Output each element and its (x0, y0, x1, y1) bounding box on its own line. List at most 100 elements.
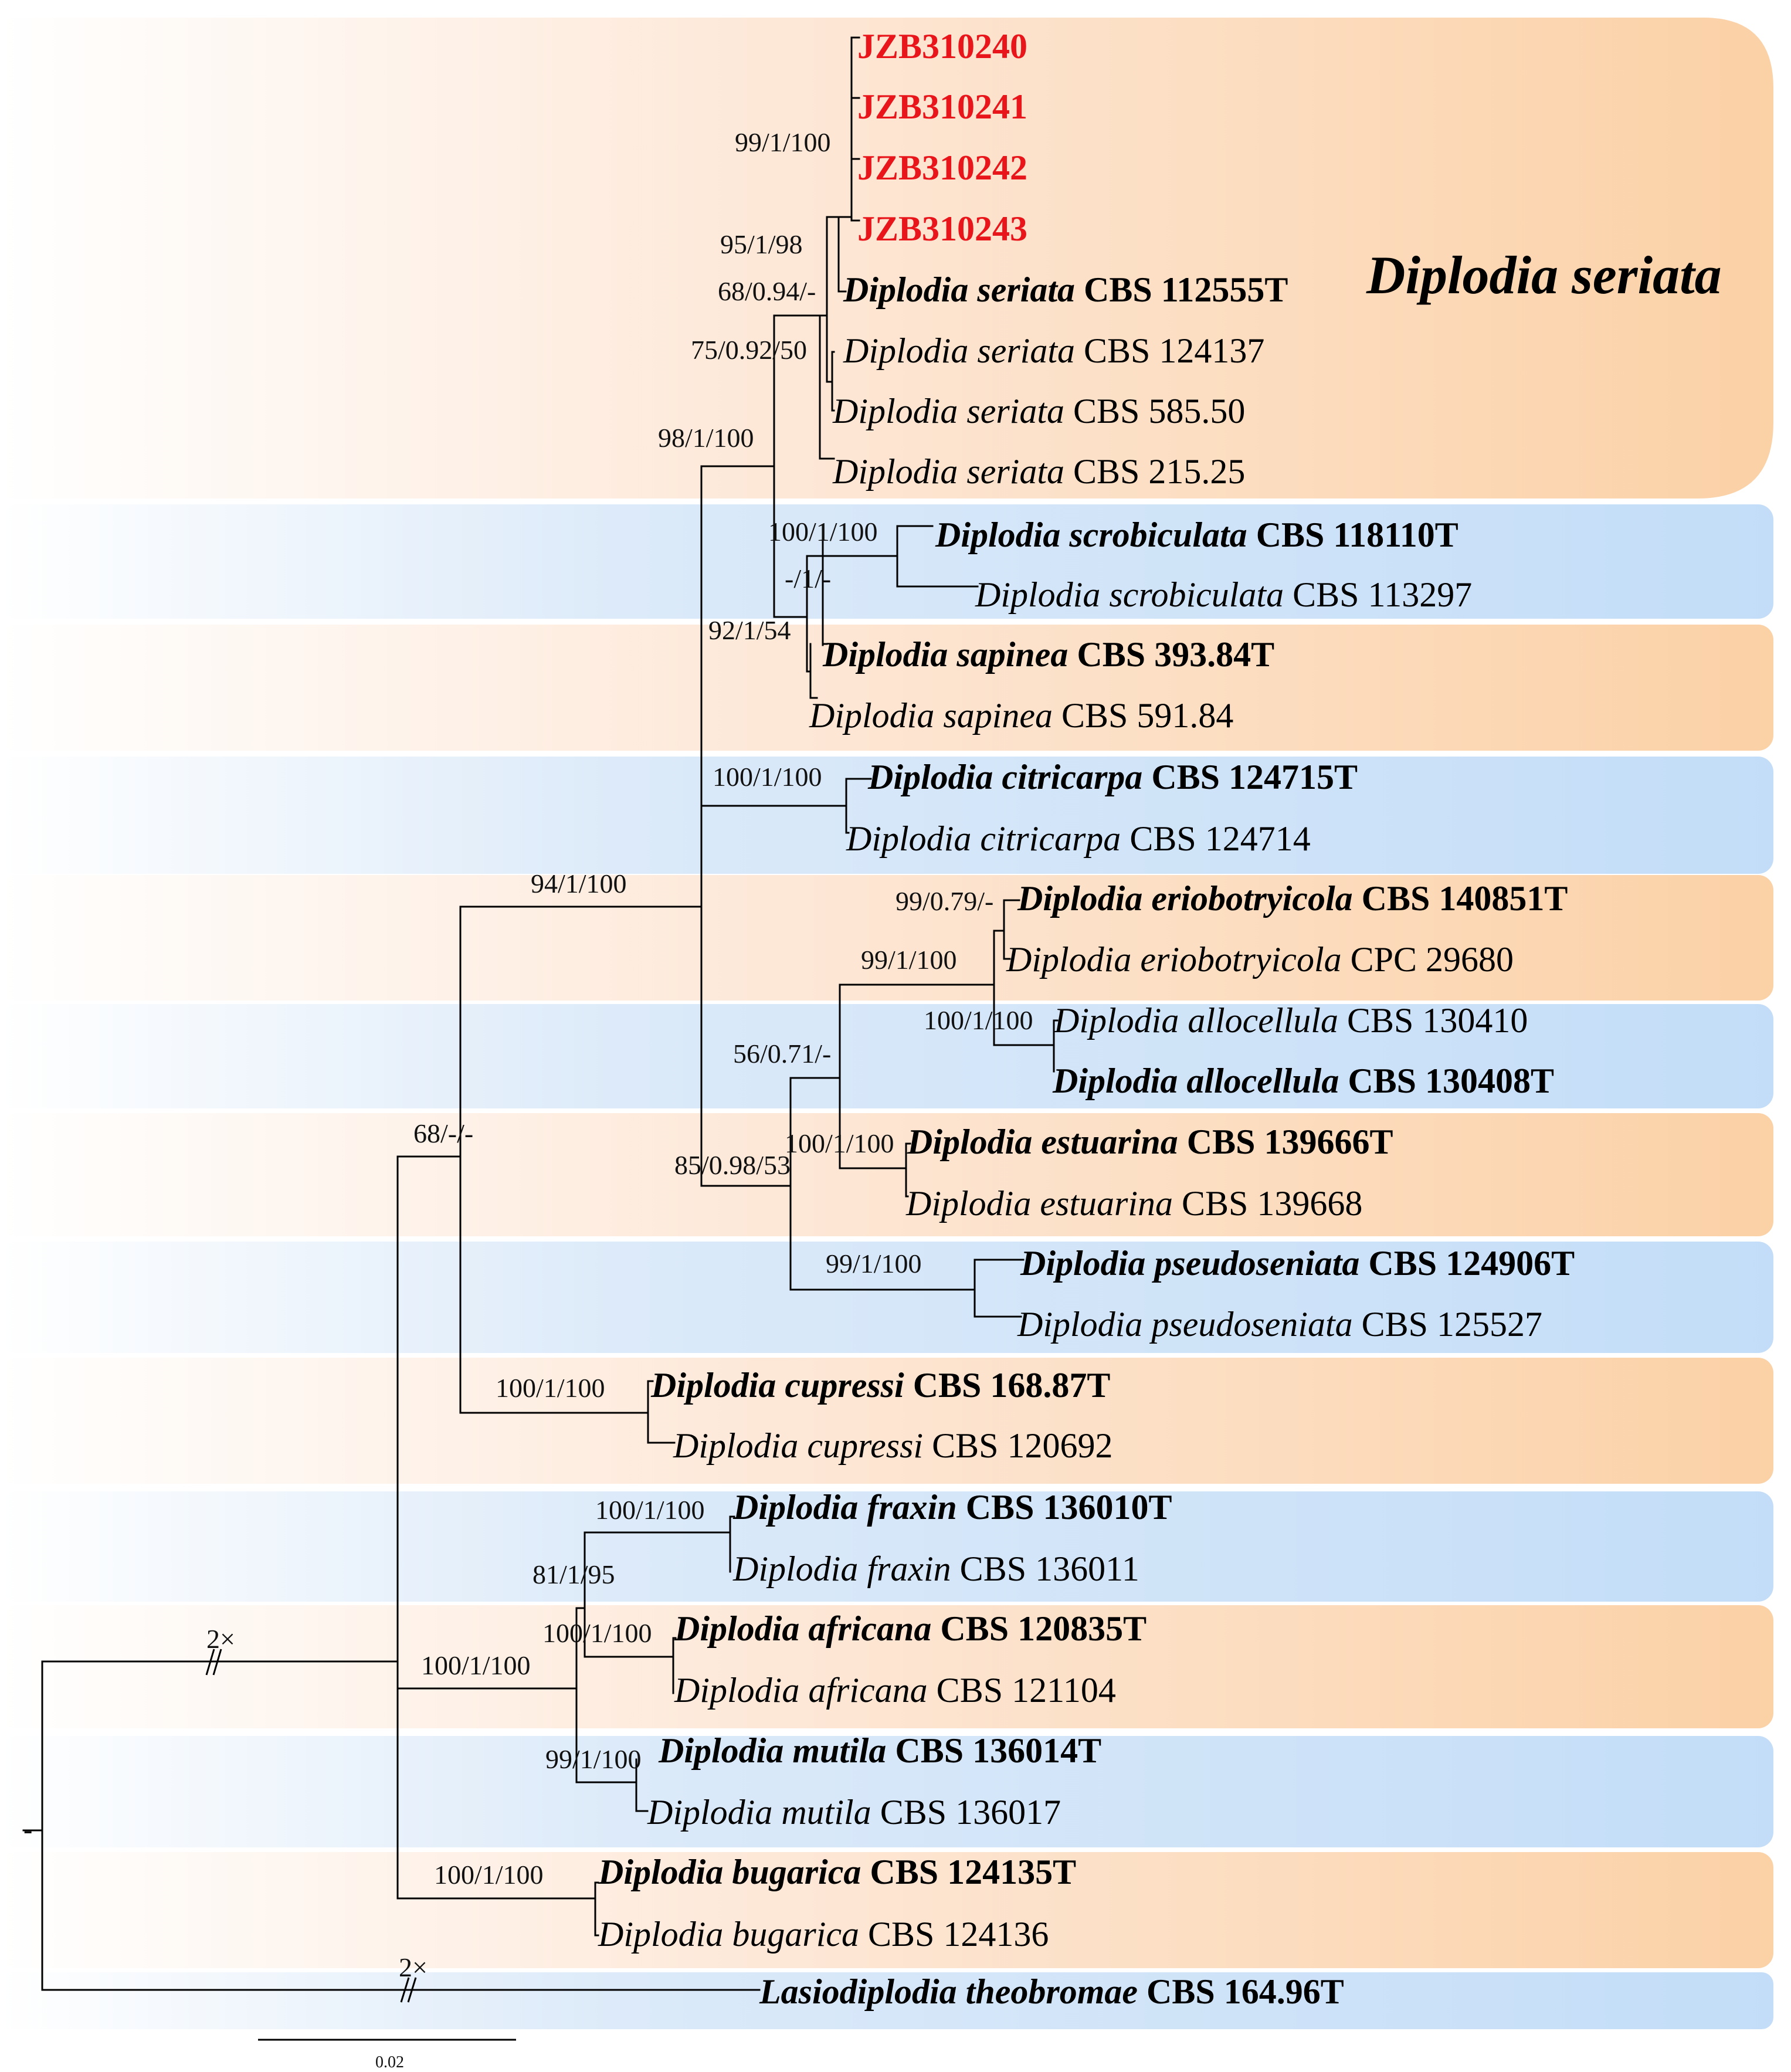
tip-species-name: Diplodia eriobotryicola (1006, 940, 1351, 979)
tip-strain-id: CBS 140851T (1362, 879, 1568, 918)
tip-label: Lasiodiplodia theobromae CBS 164.96T (759, 1972, 1344, 2011)
tip-species-name: Diplodia estuarina (905, 1184, 1182, 1223)
tip-species-name: Diplodia fraxin (732, 1549, 960, 1588)
tip-strain-id: CBS 136014T (895, 1731, 1101, 1770)
tip-strain-id: CBS 124136 (868, 1915, 1049, 1954)
band-diplodia-seriata (0, 18, 1773, 498)
scale-bar-label: 0.02 (375, 2053, 404, 2071)
tip-strain-id: CBS 136017 (880, 1793, 1061, 1832)
tip-species-name: Diplodia citricarpa (867, 758, 1151, 796)
band-diplodia-sapinea (0, 625, 1773, 751)
tip-label: Diplodia seriata CBS 124137 (843, 331, 1264, 370)
break-label-top: 2× (206, 1624, 235, 1654)
tip-strain-id: CBS 124714 (1129, 819, 1310, 858)
support-value: 85/0.98/53 (674, 1150, 791, 1180)
band-diplodia-pseudoseniata (0, 1242, 1773, 1353)
band-diplodia-fraxin (0, 1491, 1773, 1602)
support-value: 99/1/100 (735, 127, 831, 157)
scale-bar: 0.02 (258, 2039, 516, 2071)
support-value: 99/1/100 (545, 1744, 642, 1774)
break-label-bottom: 2× (399, 1952, 428, 1982)
tip-strain-id: CBS 120692 (932, 1426, 1112, 1465)
band-diplodia-africana (0, 1605, 1773, 1728)
band-diplodia-eriobotryicola (0, 875, 1773, 1001)
tip-label: Diplodia citricarpa CBS 124714 (846, 819, 1311, 858)
tip-label: Diplodia africana CBS 120835T (674, 1609, 1146, 1648)
tip-strain-id: CBS 136010T (966, 1488, 1172, 1527)
tip-label: Diplodia bugarica CBS 124136 (598, 1915, 1049, 1954)
tip-strain-id: JZB310240 (857, 27, 1027, 66)
band-diplodia-cupressi (0, 1358, 1773, 1484)
support-value: 75/0.92/50 (691, 335, 807, 365)
root-support-label: - (23, 1815, 32, 1844)
tip-label: Diplodia fraxin CBS 136010T (732, 1488, 1172, 1527)
tip-species-name: Diplodia allocellula (1052, 1062, 1348, 1100)
tip-species-name: Diplodia seriata (832, 392, 1073, 430)
clade-title: Diplodia seriata (1366, 245, 1722, 305)
tip-species-name: Diplodia scrobiculata (935, 516, 1256, 554)
tip-label: Diplodia cupressi CBS 120692 (673, 1426, 1113, 1465)
tip-species-name: Diplodia cupressi (673, 1426, 932, 1465)
tip-species-name: Diplodia mutila (647, 1793, 880, 1832)
tree-branches (22, 36, 1059, 1991)
tip-species-name: Diplodia mutila (658, 1731, 895, 1770)
support-value: 100/1/100 (542, 1618, 652, 1648)
tip-label: Diplodia allocellula CBS 130410 (1053, 1001, 1528, 1040)
band-diplodia-allocellula (0, 1004, 1773, 1108)
support-value: 68/0.94/- (718, 276, 816, 306)
support-value: 100/1/100 (924, 1005, 1033, 1035)
support-value: 99/1/100 (861, 945, 957, 975)
support-value: 100/1/100 (713, 762, 822, 792)
tip-label: Diplodia scrobiculata CBS 113297 (975, 575, 1472, 614)
tip-strain-id: CBS 393.84T (1077, 635, 1274, 674)
tip-label: Diplodia africana CBS 121104 (674, 1671, 1116, 1710)
tip-strain-id: CBS 118110T (1256, 516, 1458, 554)
tip-label: JZB310240 (857, 27, 1027, 66)
tip-strain-id: JZB310243 (857, 209, 1027, 248)
tip-label: JZB310242 (857, 148, 1027, 187)
tip-label: Diplodia mutila CBS 136017 (647, 1793, 1061, 1832)
tip-strain-id: CBS 139666T (1187, 1123, 1393, 1161)
support-value: 92/1/54 (708, 615, 791, 645)
tip-strain-id: CBS 121104 (937, 1671, 1116, 1710)
tip-strain-id: JZB310241 (857, 87, 1027, 126)
tip-species-name: Diplodia allocellula (1053, 1001, 1347, 1040)
tip-strain-id: CBS 124715T (1151, 758, 1358, 796)
tip-label: Diplodia pseudoseniata CBS 125527 (1017, 1305, 1542, 1344)
tip-strain-id: CBS 139668 (1182, 1184, 1362, 1223)
tip-label: Diplodia fraxin CBS 136011 (732, 1549, 1139, 1588)
tip-species-name: Diplodia fraxin (732, 1488, 966, 1527)
tip-label: Diplodia eriobotryicola CBS 140851T (1017, 879, 1568, 918)
tip-species-name: Diplodia eriobotryicola (1017, 879, 1362, 918)
support-values: 99/1/100 95/1/98 68/0.94/- 75/0.92/50 98… (413, 127, 1033, 1890)
support-value: 100/1/100 (785, 1128, 894, 1158)
tip-strain-id: CBS 125527 (1362, 1305, 1542, 1344)
support-value: 98/1/100 (658, 423, 754, 453)
tip-label: Diplodia seriata CBS 215.25 (832, 452, 1245, 491)
support-value: 100/1/100 (595, 1495, 705, 1525)
band-diplodia-citricarpa (0, 757, 1773, 874)
band-diplodia-estuarina (0, 1113, 1773, 1236)
tip-strain-id: CBS 124906T (1368, 1244, 1575, 1283)
tip-strain-id: CBS 112555T (1084, 270, 1288, 309)
tip-label: JZB310243 (857, 209, 1027, 248)
tip-label: Diplodia cupressi CBS 168.87T (650, 1366, 1110, 1405)
tip-label: JZB310241 (857, 87, 1027, 126)
band-diplodia-mutila (0, 1736, 1773, 1847)
tip-label: Diplodia estuarina CBS 139668 (905, 1184, 1362, 1223)
tip-species-name: Diplodia seriata (832, 452, 1073, 491)
support-value: 81/1/95 (532, 1559, 615, 1589)
clade-bands (0, 18, 1773, 2029)
tip-label: Diplodia seriata CBS 585.50 (832, 392, 1245, 430)
support-value: 68/-/- (413, 1118, 473, 1148)
tip-species-name: Diplodia seriata (843, 331, 1084, 370)
tip-species-name: Diplodia africana (674, 1671, 937, 1710)
tip-species-name: Diplodia bugarica (598, 1853, 870, 1891)
tip-species-name: Diplodia pseudoseniata (1017, 1305, 1362, 1344)
tip-species-name: Diplodia bugarica (598, 1915, 868, 1954)
tip-species-name: Diplodia estuarina (907, 1123, 1187, 1161)
branch-break-marks (205, 1649, 417, 2003)
tip-strain-id: JZB310242 (857, 148, 1027, 187)
tip-species-name: Diplodia africana (674, 1609, 940, 1648)
